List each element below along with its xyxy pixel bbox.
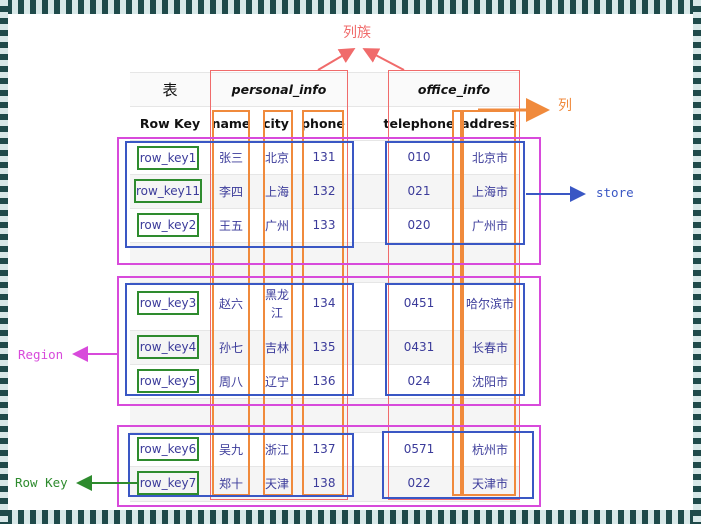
address-cell: 哈尔滨市 [465, 296, 514, 311]
name-cell: 郑十 [218, 476, 243, 491]
row-key-cell: row_key5 [137, 369, 199, 393]
telephone-cell: 022 [407, 476, 431, 490]
city-cell: 广州 [264, 218, 289, 233]
family-personal-info: personal_info [231, 81, 327, 97]
store-box [125, 283, 354, 396]
row-bg [130, 398, 520, 433]
phone-cell: 136 [312, 374, 336, 388]
address-cell: 上海市 [471, 184, 508, 199]
telephone-cell: 0431 [403, 340, 435, 354]
name-cell: 赵六 [218, 296, 243, 311]
phone-cell: 133 [312, 218, 336, 232]
label-store: store [596, 185, 634, 200]
name-cell: 王五 [218, 218, 243, 233]
header-name: name [211, 115, 251, 131]
label-row-key: Row Key [15, 475, 68, 490]
store-box [382, 431, 534, 499]
arrow-column-family-left [317, 47, 356, 71]
telephone-cell: 0451 [403, 296, 435, 310]
label-column: 列 [558, 98, 572, 114]
region-box [117, 276, 541, 406]
header-phone: phone [301, 115, 345, 131]
address-cell: 北京市 [471, 150, 508, 165]
label-column-family: 列族 [343, 25, 371, 41]
row-key-cell: row_key1 [137, 146, 199, 170]
border-bottom [0, 510, 701, 524]
city-cell: 北京 [264, 150, 289, 165]
telephone-cell: 021 [407, 184, 431, 198]
store-box [385, 283, 525, 396]
address-cell: 天津市 [471, 476, 508, 491]
telephone-cell: 010 [407, 150, 431, 164]
phone-cell: 131 [312, 150, 336, 164]
telephone-cell: 020 [407, 218, 431, 232]
region-box [117, 137, 541, 265]
border-left [0, 0, 8, 524]
phone-cell: 137 [312, 442, 336, 456]
row-bg [130, 174, 520, 209]
phone-cell: 134 [312, 296, 336, 310]
city-cell: 黑龙 江 [264, 288, 289, 320]
phone-cell: 132 [312, 184, 336, 198]
row-key-cell: row_key2 [137, 213, 199, 237]
store-box [125, 141, 354, 248]
city-cell: 浙江 [264, 442, 289, 457]
telephone-cell: 024 [407, 374, 431, 388]
header-city: city [263, 115, 289, 131]
name-cell: 周八 [218, 374, 243, 389]
city-cell: 吉林 [264, 340, 289, 355]
header-telephone: telephone [383, 115, 455, 131]
address-cell: 广州市 [471, 218, 508, 233]
table-title: 表 [162, 80, 178, 99]
telephone-cell: 0571 [403, 442, 435, 456]
address-cell: 杭州市 [471, 442, 508, 457]
row-key-cell: row_key7 [137, 471, 199, 495]
store-box [128, 433, 354, 497]
city-cell: 天津 [264, 476, 289, 491]
column-box-telephone [452, 110, 462, 496]
name-cell: 吴九 [218, 442, 243, 457]
address-cell: 长春市 [471, 340, 508, 355]
name-cell: 张三 [218, 150, 243, 165]
region-box [117, 425, 541, 507]
phone-cell: 135 [312, 340, 336, 354]
header-address: address [461, 115, 517, 131]
column-family-box-personal [210, 70, 348, 500]
address-cell: 沈阳市 [471, 374, 508, 389]
border-top [0, 0, 701, 14]
border-right [693, 0, 701, 524]
row-key-cell: row_key6 [137, 437, 199, 461]
arrow-column-family-right [362, 48, 405, 71]
name-cell: 孙七 [218, 340, 243, 355]
column-family-box-office [388, 70, 520, 500]
name-cell: 李四 [218, 184, 243, 199]
store-box [385, 141, 525, 245]
city-cell: 辽宁 [264, 374, 289, 389]
phone-cell: 138 [312, 476, 336, 490]
header-row-key: Row Key [139, 115, 201, 131]
city-cell: 上海 [264, 184, 289, 199]
header-row-bg [130, 72, 520, 107]
row-bg [130, 282, 520, 331]
row-key-cell: row_key3 [137, 291, 199, 315]
row-key-cell: row_key11 [134, 179, 202, 203]
row-key-cell: row_key4 [137, 335, 199, 359]
label-region: Region [18, 347, 64, 362]
family-office-info: office_info [417, 81, 491, 97]
